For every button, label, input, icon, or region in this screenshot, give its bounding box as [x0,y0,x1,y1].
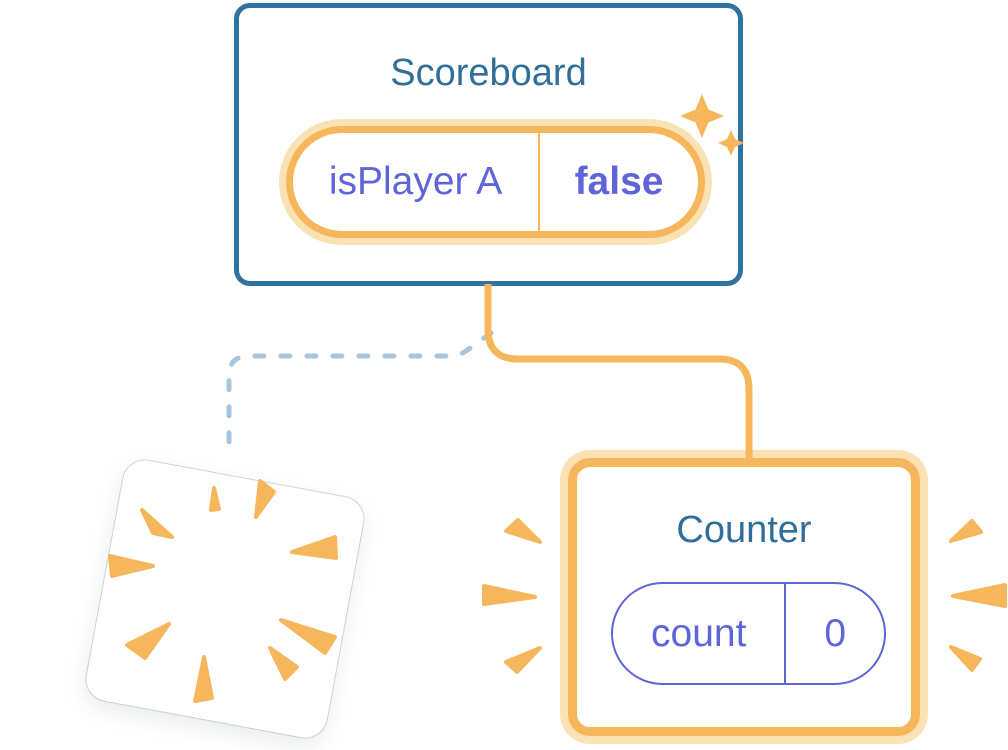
counter-title: Counter [676,509,812,551]
counter-card: Counter count 0 [568,458,920,736]
emphasis-rays-left-icon [482,518,542,674]
counter-state-name: count [613,584,787,683]
scoreboard-state-value: false [574,160,664,203]
counter-state-pill: count 0 [611,582,886,685]
emphasis-rays-right-icon [949,519,1007,672]
destroyed-card [82,456,368,742]
scoreboard-title: Scoreboard [390,52,587,94]
counter-state-value: 0 [824,611,847,655]
scoreboard-state-name: isPlayer A [293,133,541,231]
connector-dashed-line [226,330,494,454]
connector-solid-line [484,284,753,464]
scoreboard-card: Scoreboard isPlayer A false [234,3,743,286]
scoreboard-state-pill: isPlayer A false [286,126,705,238]
